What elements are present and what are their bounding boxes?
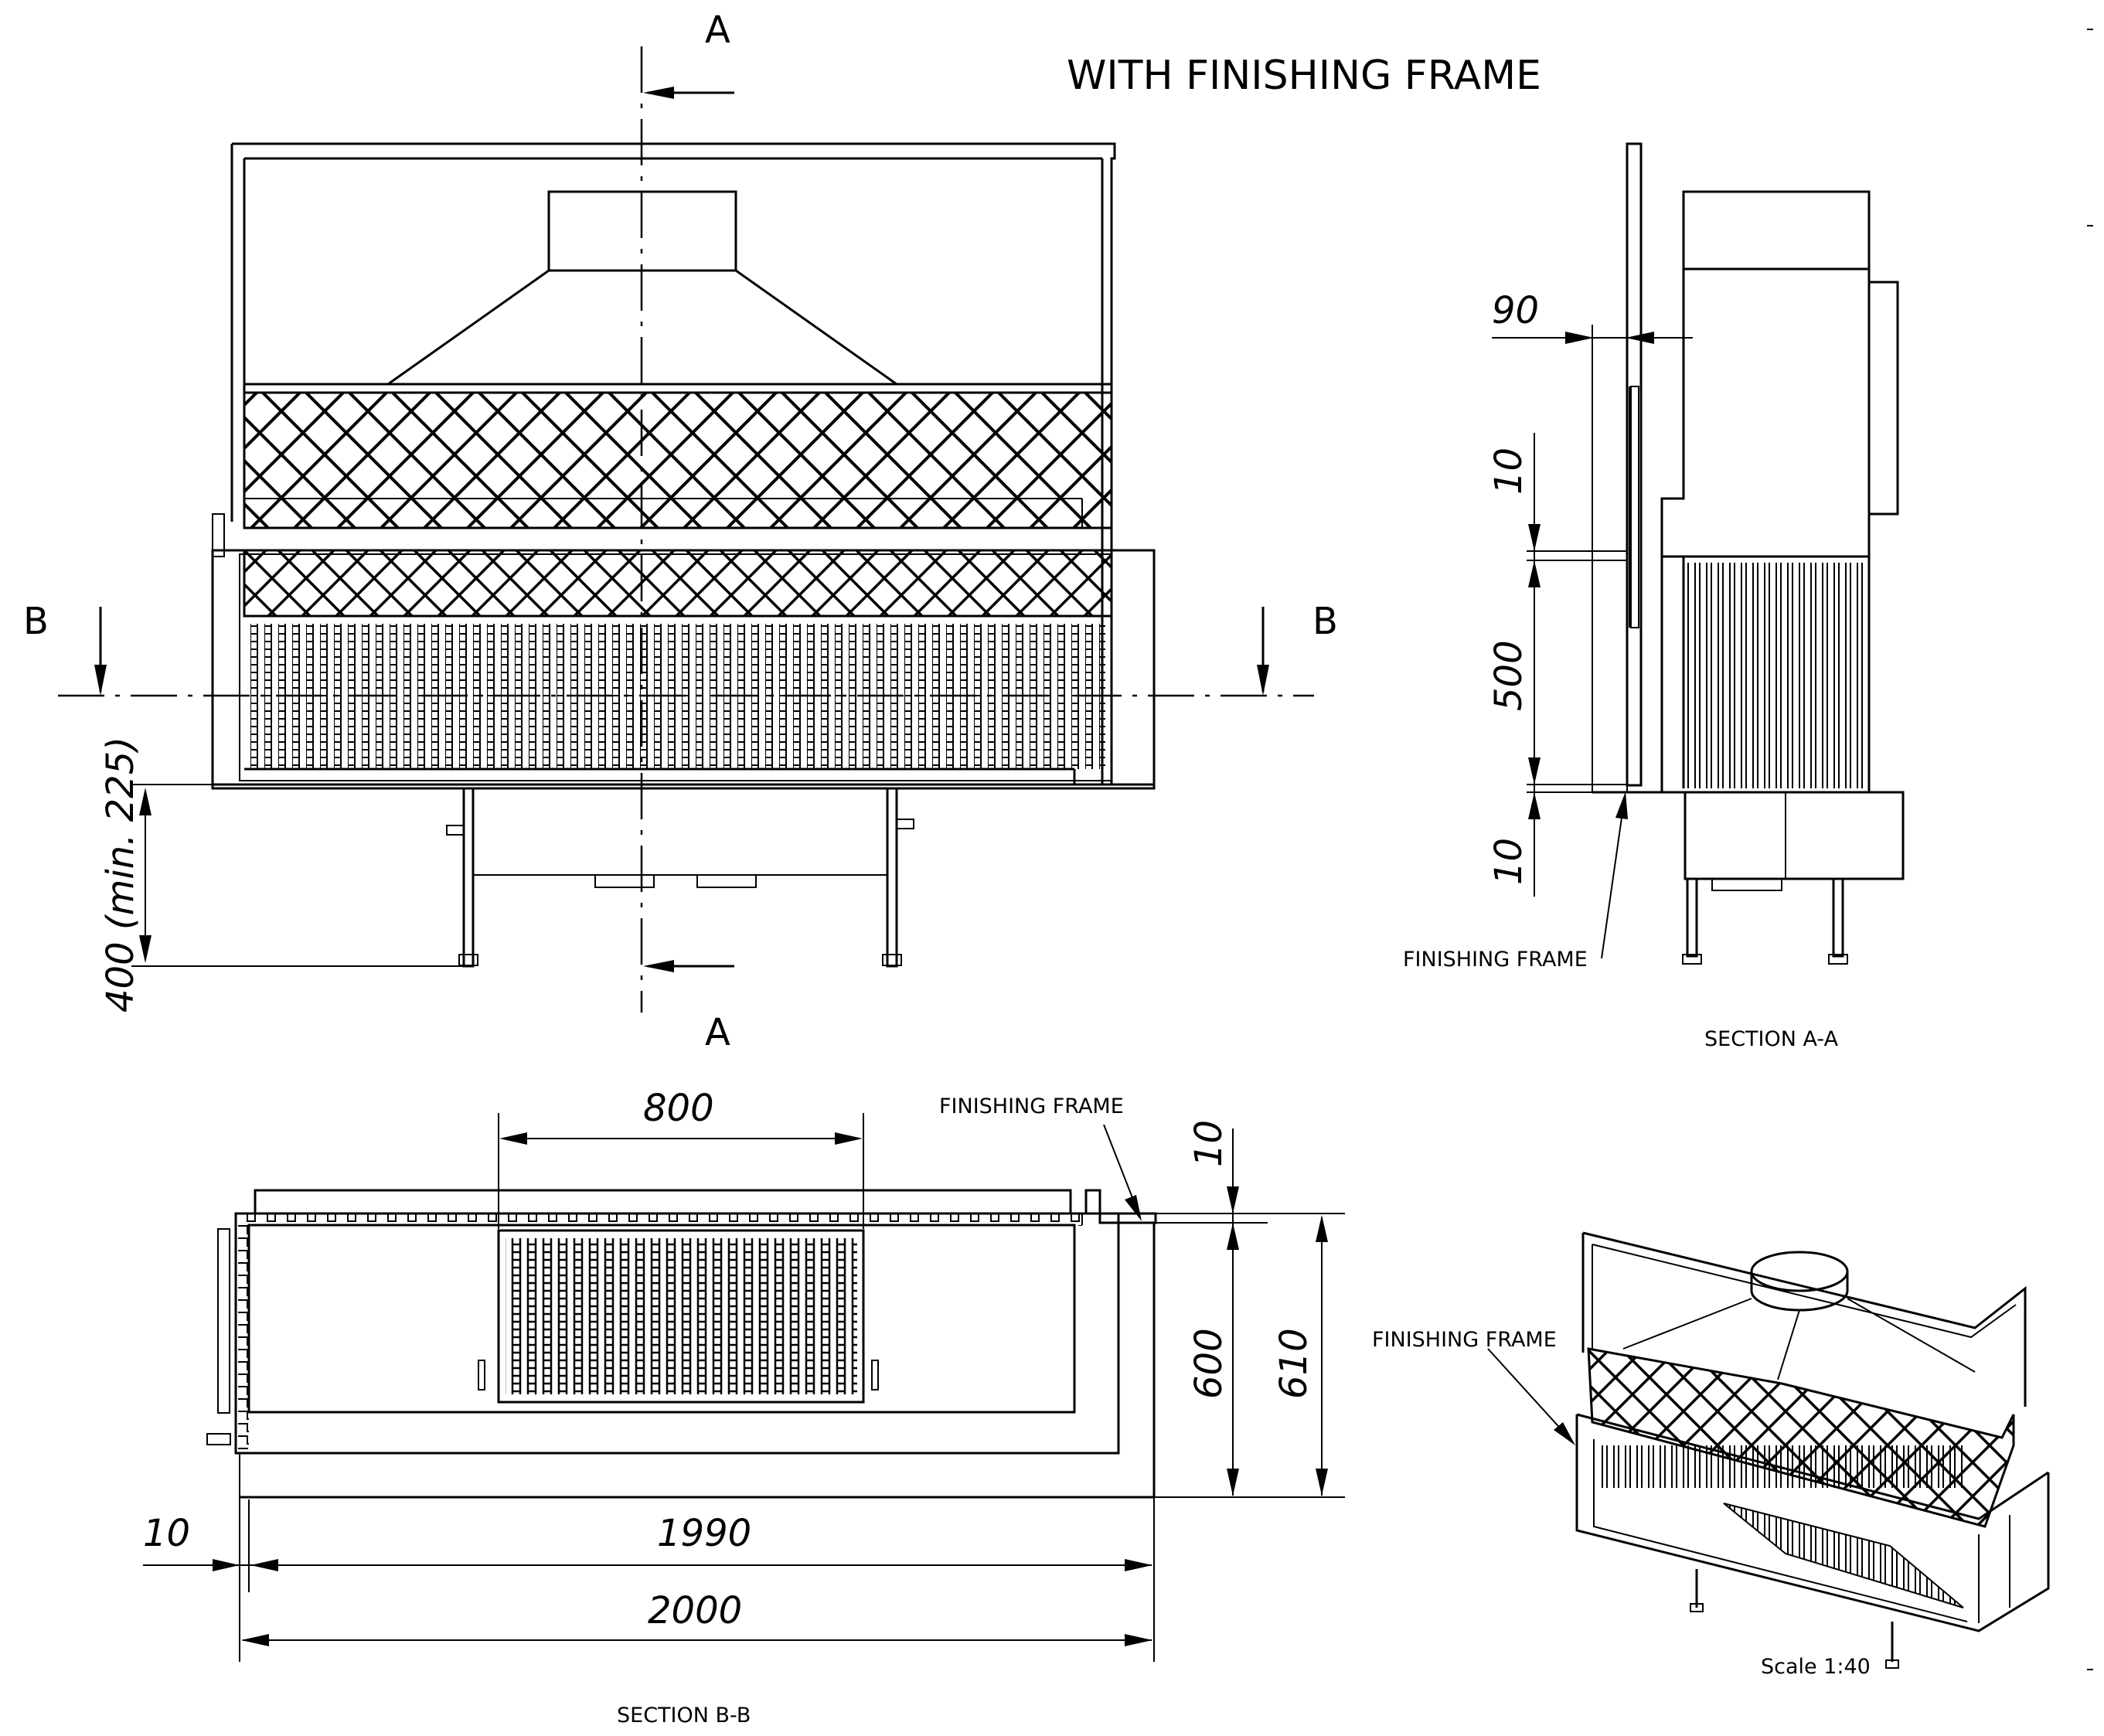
- iso-scale-label: Scale 1:40: [1761, 1655, 1871, 1679]
- aa-dim-90: 90: [1492, 289, 1539, 332]
- aa-dim-500: 500: [1487, 640, 1530, 711]
- bb-finishing-frame-label: FINISHING FRAME: [939, 1094, 1124, 1118]
- bb-dim-10-left: 10: [143, 1512, 190, 1555]
- section-mark-a-top: A: [705, 9, 730, 52]
- aa-dim-10-top: 10: [1487, 448, 1530, 495]
- section-aa-view: 90 10 500 10 FINISHING FRAME SECTION A-A: [1403, 142, 1905, 1051]
- iso-finishing-frame-label: FINISHING FRAME: [1372, 1328, 1557, 1352]
- bb-dim-2000: 2000: [648, 1589, 742, 1632]
- bb-dim-1990: 1990: [657, 1512, 751, 1555]
- section-mark-a-bottom: A: [705, 1011, 730, 1054]
- section-bb-view: 800 10 600 610 10 1990 2000 FINISHING FR…: [143, 1087, 1345, 1727]
- section-mark-b-right: B: [1312, 600, 1338, 643]
- drawing-title: WITH FINISHING FRAME: [1067, 53, 1541, 99]
- margin-ticks: [2087, 29, 2093, 1670]
- bb-dim-610: 610: [1272, 1328, 1316, 1399]
- bb-dim-600: 600: [1187, 1328, 1231, 1399]
- bb-dim-10-top: 10: [1187, 1120, 1231, 1167]
- front-height-dimension: 400 (min. 225): [99, 737, 142, 1013]
- aa-caption: SECTION A-A: [1704, 1027, 1839, 1051]
- aa-dim-10-bottom: 10: [1487, 838, 1530, 885]
- bb-dim-800: 800: [643, 1087, 714, 1130]
- section-mark-b-left: B: [23, 600, 49, 643]
- bb-caption: SECTION B-B: [617, 1704, 751, 1727]
- front-view: A A B B 400 (min. 225): [23, 9, 1338, 1054]
- aa-finishing-frame-label: FINISHING FRAME: [1403, 948, 1588, 972]
- isometric-view: FINISHING FRAME Scale 1:40: [1372, 1231, 2050, 1679]
